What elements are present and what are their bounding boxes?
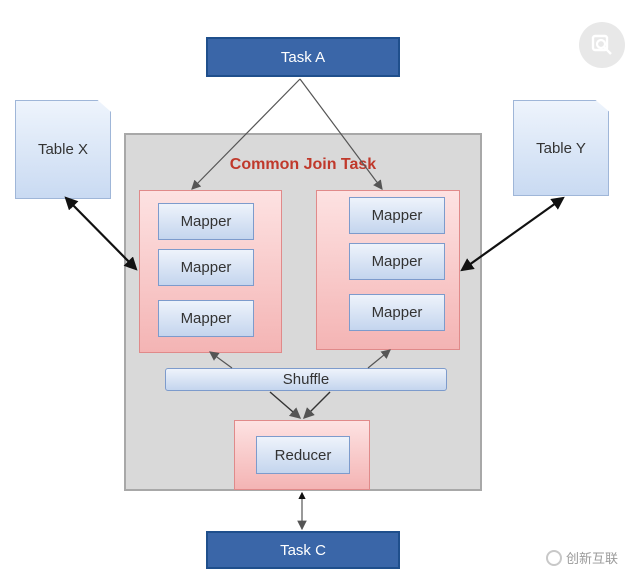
arrow-taska-left (191, 78, 301, 190)
magnifier-icon (591, 34, 612, 55)
arrow-shuffle-reducer-1 (269, 391, 302, 419)
right-mapper-2: Mapper (349, 243, 445, 280)
left-mapper-2: Mapper (158, 249, 254, 286)
common-join-title: Common Join Task (229, 156, 377, 173)
reducer-box: Reducer (256, 436, 350, 474)
left-mapper-1: Mapper (158, 203, 254, 240)
right-mapper-3: Mapper (349, 294, 445, 331)
arrow-taska-right (299, 78, 383, 190)
task-a: Task A (206, 37, 400, 77)
shuffle-bar: Shuffle (165, 368, 447, 391)
arrow-shuffle-left (209, 351, 233, 369)
table-y: Table Y (513, 100, 609, 196)
arrow-tabley (460, 196, 565, 272)
watermark-logo-icon (546, 549, 562, 566)
arrow-shuffle-right (367, 349, 391, 369)
task-c: Task C (206, 531, 400, 569)
left-mapper-3: Mapper (158, 300, 254, 337)
zoom-button[interactable] (579, 22, 625, 68)
watermark-text: 创新互联 (566, 551, 619, 566)
arrow-shuffle-reducer-2 (303, 391, 331, 419)
watermark: 创新互联 (546, 548, 618, 567)
arrow-tablex (64, 196, 138, 271)
right-mapper-1: Mapper (349, 197, 445, 234)
table-x: Table X (15, 100, 111, 199)
